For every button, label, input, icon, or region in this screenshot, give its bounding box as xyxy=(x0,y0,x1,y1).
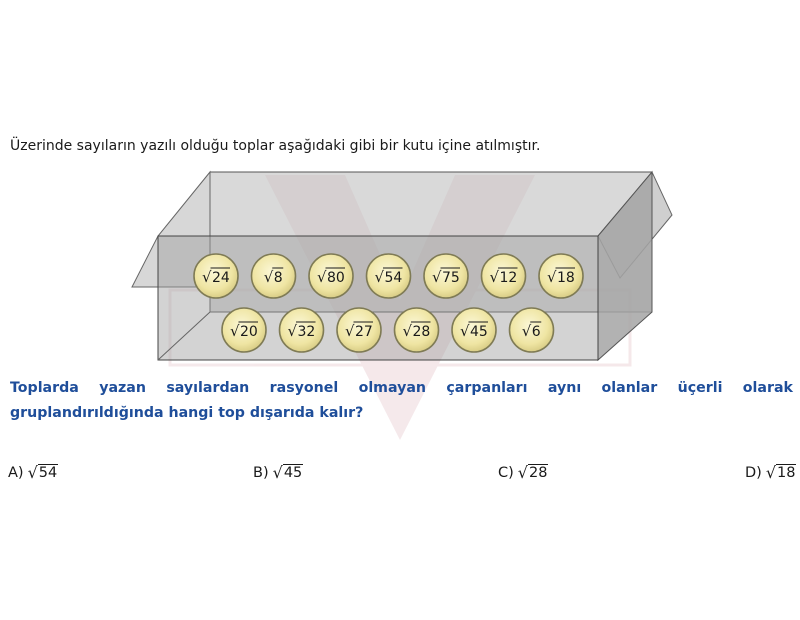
ball-label: 75 xyxy=(442,270,460,286)
option-c[interactable]: C) √28 xyxy=(498,463,549,482)
ball-circle xyxy=(480,253,527,299)
ball-radical-sign: √ xyxy=(288,322,298,340)
ball-label: 28 xyxy=(413,324,431,340)
radical-sign: √ xyxy=(517,463,528,482)
ball-radical-sign: √ xyxy=(230,322,240,340)
ball-radical-sign: √ xyxy=(547,268,557,286)
box-left-flap xyxy=(131,170,211,288)
ball-label: 80 xyxy=(327,270,345,286)
ball: √6 xyxy=(508,307,555,353)
ball-label: 54 xyxy=(385,270,403,286)
ball: √12 xyxy=(480,253,527,299)
radical-sign: √ xyxy=(765,463,777,482)
ball-label: 32 xyxy=(298,324,316,340)
ball-radical-sign: √ xyxy=(317,268,327,286)
ball-label: 6 xyxy=(532,324,541,340)
radical-sign: √ xyxy=(272,463,283,482)
ball: √20 xyxy=(221,307,267,353)
ball-circle xyxy=(508,307,555,353)
radical-sign: √ xyxy=(27,463,38,482)
ball-label: 24 xyxy=(212,270,230,286)
ball-radical-sign: √ xyxy=(403,322,413,340)
option-value: 45 xyxy=(282,464,304,481)
ball-radical-sign: √ xyxy=(375,268,385,286)
ball: √32 xyxy=(278,307,325,353)
ball-radical-sign: √ xyxy=(432,268,442,286)
ball-radical-sign: √ xyxy=(345,322,355,340)
ball-circle xyxy=(365,253,412,299)
option-letter: B) xyxy=(253,465,269,481)
ball-circle xyxy=(393,307,440,353)
ball-circle xyxy=(278,307,325,353)
ball-circle xyxy=(221,307,267,353)
ball-radical-sign: √ xyxy=(490,268,500,286)
ball-radical-sign: √ xyxy=(460,322,470,340)
ball-label: 45 xyxy=(470,324,488,340)
ball: √80 xyxy=(308,253,354,299)
option-d[interactable]: D) √18 xyxy=(745,463,797,482)
option-value: 28 xyxy=(528,464,549,481)
ball: √45 xyxy=(451,307,497,353)
ball-circle xyxy=(308,253,354,299)
option-letter: A) xyxy=(8,465,24,481)
ball-circle xyxy=(451,307,497,353)
ball: √27 xyxy=(336,307,382,353)
ball-circle xyxy=(538,253,584,299)
option-letter: D) xyxy=(745,465,762,481)
ball: √54 xyxy=(365,253,412,299)
option-value: 18 xyxy=(776,464,797,481)
ball-circle xyxy=(250,253,297,299)
ball-label: 27 xyxy=(355,324,373,340)
ball: √8 xyxy=(250,253,297,299)
ball-radical-sign: √ xyxy=(202,268,212,286)
option-a[interactable]: A) √54 xyxy=(8,463,59,482)
ball: √28 xyxy=(393,307,440,353)
ball-label: 8 xyxy=(274,270,283,286)
intro-text: Üzerinde sayıların yazılı olduğu toplar … xyxy=(10,138,541,154)
ball-circle xyxy=(423,253,469,299)
ball-radical-sign: √ xyxy=(264,268,274,286)
balls-layer: √24√8√80√54√75√12√18√20√32√27√28√45√6 xyxy=(193,253,584,353)
ball-label: 12 xyxy=(500,270,518,286)
ball: √75 xyxy=(423,253,469,299)
option-b[interactable]: B) √45 xyxy=(253,463,304,482)
ball: √24 xyxy=(193,253,239,299)
ball-circle xyxy=(336,307,382,353)
ball-radical-sign: √ xyxy=(522,322,532,340)
question-text: Toplarda yazan sayılardan rasyonel olmay… xyxy=(10,380,793,421)
ball-label: 20 xyxy=(240,324,258,340)
option-value: 54 xyxy=(37,464,59,481)
ball-circle xyxy=(193,253,239,299)
option-letter: C) xyxy=(498,465,514,481)
ball-label: 18 xyxy=(557,270,575,286)
ball: √18 xyxy=(538,253,584,299)
